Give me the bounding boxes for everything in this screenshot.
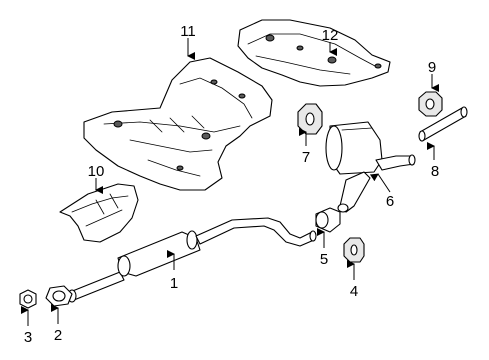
callout-label-1: 1 xyxy=(170,275,178,292)
callout-label-3: 3 xyxy=(24,329,32,346)
rubber-hanger-rear xyxy=(418,91,443,117)
callout-label-10: 10 xyxy=(88,163,105,180)
callout-label-11: 11 xyxy=(180,23,196,40)
exhaust-nut xyxy=(19,289,37,309)
callout-label-5: 5 xyxy=(320,251,328,268)
callout-arrow-6 xyxy=(369,173,391,193)
exhaust-gasket xyxy=(45,285,73,307)
exhaust-clamp xyxy=(315,207,341,233)
rear-heat-shield xyxy=(237,19,391,87)
converter-heat-shield xyxy=(59,183,139,243)
front-heat-shield xyxy=(83,57,273,191)
tailpipe xyxy=(418,106,468,142)
rubber-hanger-lower xyxy=(343,237,365,263)
callout-label-7: 7 xyxy=(302,149,310,166)
callout-label-4: 4 xyxy=(350,283,358,300)
callout-label-6: 6 xyxy=(386,193,394,210)
callout-label-2: 2 xyxy=(54,327,62,344)
rear-muffler xyxy=(325,121,416,213)
rubber-hanger-middle xyxy=(297,103,323,135)
callout-label-8: 8 xyxy=(431,163,439,180)
callout-label-12: 12 xyxy=(322,27,339,44)
callout-label-9: 9 xyxy=(428,59,436,76)
